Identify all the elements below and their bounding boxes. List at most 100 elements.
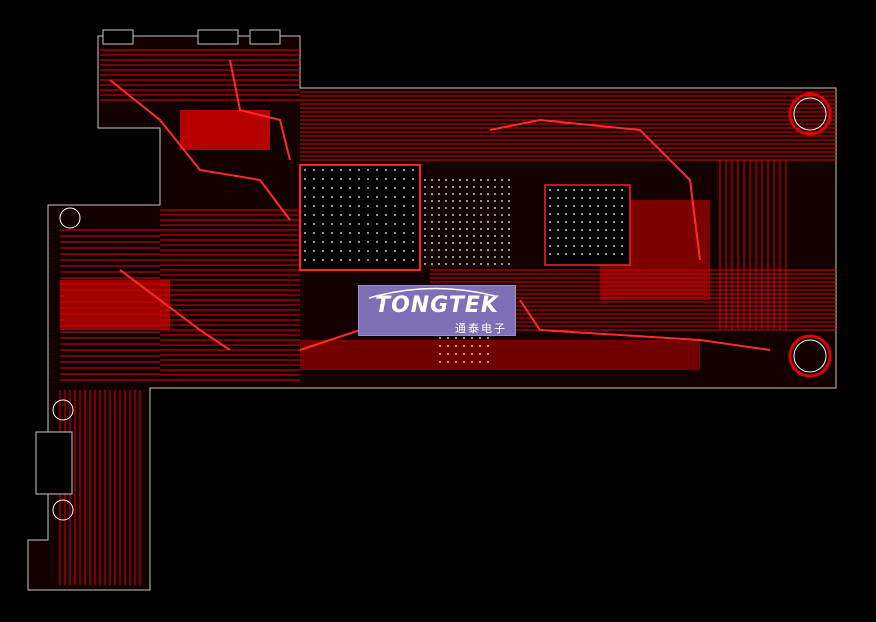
via	[331, 241, 333, 243]
via	[589, 221, 591, 223]
via	[466, 249, 468, 251]
via	[385, 187, 387, 189]
via	[479, 345, 481, 347]
via	[403, 232, 405, 234]
via	[313, 178, 315, 180]
via	[471, 361, 473, 363]
via	[473, 242, 475, 244]
via	[331, 187, 333, 189]
via	[487, 193, 489, 195]
via	[447, 345, 449, 347]
via	[313, 241, 315, 243]
via	[455, 353, 457, 355]
via	[403, 187, 405, 189]
via	[349, 241, 351, 243]
via	[447, 353, 449, 355]
via	[480, 235, 482, 237]
via	[331, 214, 333, 216]
via	[508, 235, 510, 237]
connector-left	[35, 431, 73, 495]
via	[459, 186, 461, 188]
via	[403, 196, 405, 198]
via	[597, 237, 599, 239]
via	[487, 179, 489, 181]
via	[304, 241, 306, 243]
trace-route-1	[109, 79, 291, 221]
via	[589, 213, 591, 215]
via	[508, 221, 510, 223]
via	[367, 169, 369, 171]
via	[480, 193, 482, 195]
via	[445, 242, 447, 244]
via	[394, 250, 396, 252]
via	[605, 245, 607, 247]
connector-top-1	[102, 29, 134, 45]
via	[501, 256, 503, 258]
via	[565, 237, 567, 239]
via	[459, 263, 461, 265]
via	[438, 221, 440, 223]
via	[466, 228, 468, 230]
component-areas	[35, 29, 631, 495]
via	[445, 214, 447, 216]
trace-route-2	[229, 59, 291, 161]
via	[447, 361, 449, 363]
via	[452, 214, 454, 216]
via	[385, 205, 387, 207]
via	[621, 229, 623, 231]
via	[565, 245, 567, 247]
via	[349, 187, 351, 189]
via	[494, 263, 496, 265]
via	[494, 214, 496, 216]
mounting-hole-top-right-ring	[788, 92, 832, 136]
via	[431, 235, 433, 237]
via	[438, 263, 440, 265]
via	[452, 193, 454, 195]
via	[487, 228, 489, 230]
via	[447, 337, 449, 339]
via	[452, 207, 454, 209]
via	[438, 214, 440, 216]
via	[438, 242, 440, 244]
mounting-hole-left-2	[52, 399, 74, 421]
via	[589, 229, 591, 231]
via	[431, 221, 433, 223]
via	[412, 259, 414, 261]
via	[471, 353, 473, 355]
via	[473, 207, 475, 209]
via	[501, 228, 503, 230]
via	[331, 178, 333, 180]
via	[459, 214, 461, 216]
via	[304, 250, 306, 252]
via	[431, 186, 433, 188]
via	[581, 205, 583, 207]
via	[621, 221, 623, 223]
via	[331, 223, 333, 225]
via	[452, 235, 454, 237]
via	[501, 186, 503, 188]
via	[376, 178, 378, 180]
via	[331, 196, 333, 198]
via	[557, 205, 559, 207]
via	[501, 221, 503, 223]
via	[367, 250, 369, 252]
via	[589, 245, 591, 247]
via	[494, 235, 496, 237]
via	[501, 179, 503, 181]
via	[473, 228, 475, 230]
via	[501, 242, 503, 244]
via	[565, 205, 567, 207]
via	[412, 187, 414, 189]
via	[549, 213, 551, 215]
via	[455, 361, 457, 363]
via	[445, 263, 447, 265]
via	[565, 253, 567, 255]
via	[452, 179, 454, 181]
via	[367, 232, 369, 234]
via	[466, 214, 468, 216]
via	[403, 250, 405, 252]
via	[322, 214, 324, 216]
via	[557, 213, 559, 215]
via	[479, 353, 481, 355]
via	[322, 169, 324, 171]
